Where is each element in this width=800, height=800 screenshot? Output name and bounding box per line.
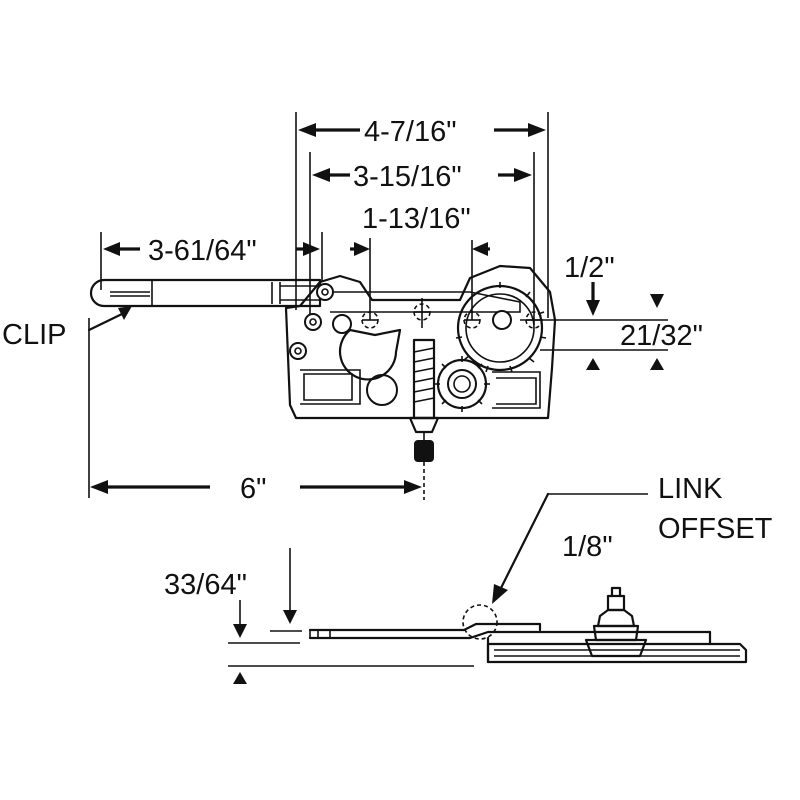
- dimension-lines-right: [520, 282, 668, 370]
- dimension-lines-side: [228, 548, 474, 684]
- label-overall-width: 4-7/16": [364, 116, 457, 148]
- label-link-height: 33/64": [164, 569, 247, 601]
- dimension-line-six-inch: [90, 462, 425, 500]
- label-arm-length: 3-61/64": [148, 235, 257, 267]
- clip-callout: [87, 306, 132, 498]
- dimension-lines-top: [100, 112, 549, 325]
- dimension-labels-top: 4-7/16" 3-15/16" 3-61/64" 1-13/16": [148, 116, 471, 267]
- operator-top-view: [89, 264, 557, 462]
- label-hole-spacing: 1-13/16": [362, 203, 471, 235]
- label-half-inch: 1/2": [564, 252, 615, 284]
- label-offset: OFFSET: [658, 513, 773, 545]
- label-mount-width: 3-15/16": [353, 161, 462, 193]
- label-link: LINK: [658, 473, 723, 505]
- operator-side-view: [308, 586, 748, 664]
- label-eighth-inch: 1/8": [562, 531, 613, 563]
- label-vertical-offset: 21/32": [620, 320, 703, 352]
- label-clip: CLIP: [2, 319, 66, 351]
- label-six-inch: 6": [240, 473, 266, 505]
- link-offset-leader: [462, 492, 648, 640]
